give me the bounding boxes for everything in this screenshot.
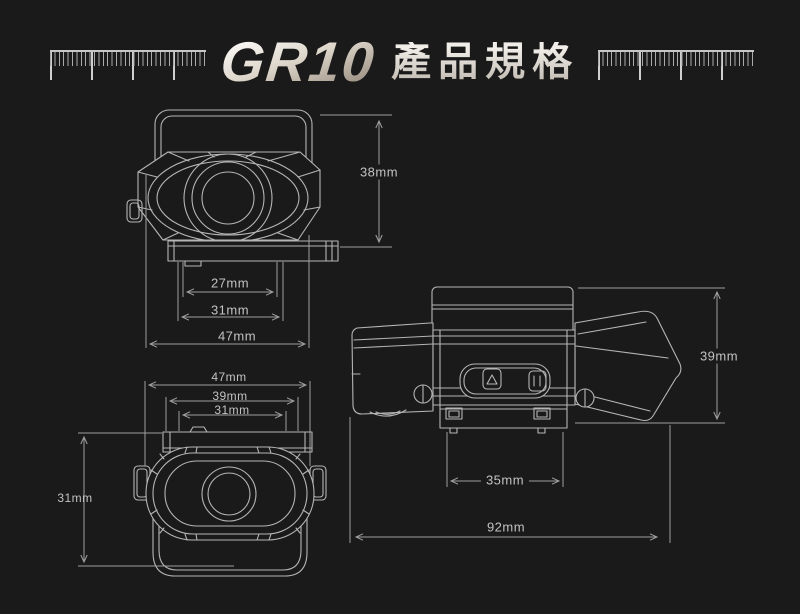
- ruler-left-icon: [50, 50, 206, 82]
- dim-side-total-length: 92mm: [486, 519, 526, 535]
- dim-rear-mid-width: 39mm: [212, 389, 248, 403]
- front-view-drawing: [126, 109, 339, 267]
- ruler-right-icon: [598, 50, 754, 82]
- dim-front-inner-width: 31mm: [210, 302, 250, 318]
- screw-icon: [413, 384, 595, 408]
- dim-front-total-width: 47mm: [217, 328, 257, 344]
- dim-rear-inner-width: 31mm: [214, 403, 250, 417]
- dim-front-lens-width: 27mm: [210, 275, 250, 291]
- rear-view-drawing: [133, 426, 327, 577]
- sd-card-eject-icon: [482, 368, 502, 390]
- dim-rear-total-width: 47mm: [211, 370, 247, 384]
- spec-title: 產品規格: [391, 40, 580, 84]
- page-title: GR10 產品規格: [0, 30, 800, 94]
- dim-side-mount-width: 35mm: [480, 472, 530, 488]
- dim-side-height: 39mm: [694, 348, 744, 364]
- usb-port-icon: [528, 370, 547, 392]
- dim-rear-height: 31mm: [57, 491, 93, 505]
- side-view-drawing: [351, 286, 682, 434]
- dim-front-height: 38mm: [354, 164, 404, 180]
